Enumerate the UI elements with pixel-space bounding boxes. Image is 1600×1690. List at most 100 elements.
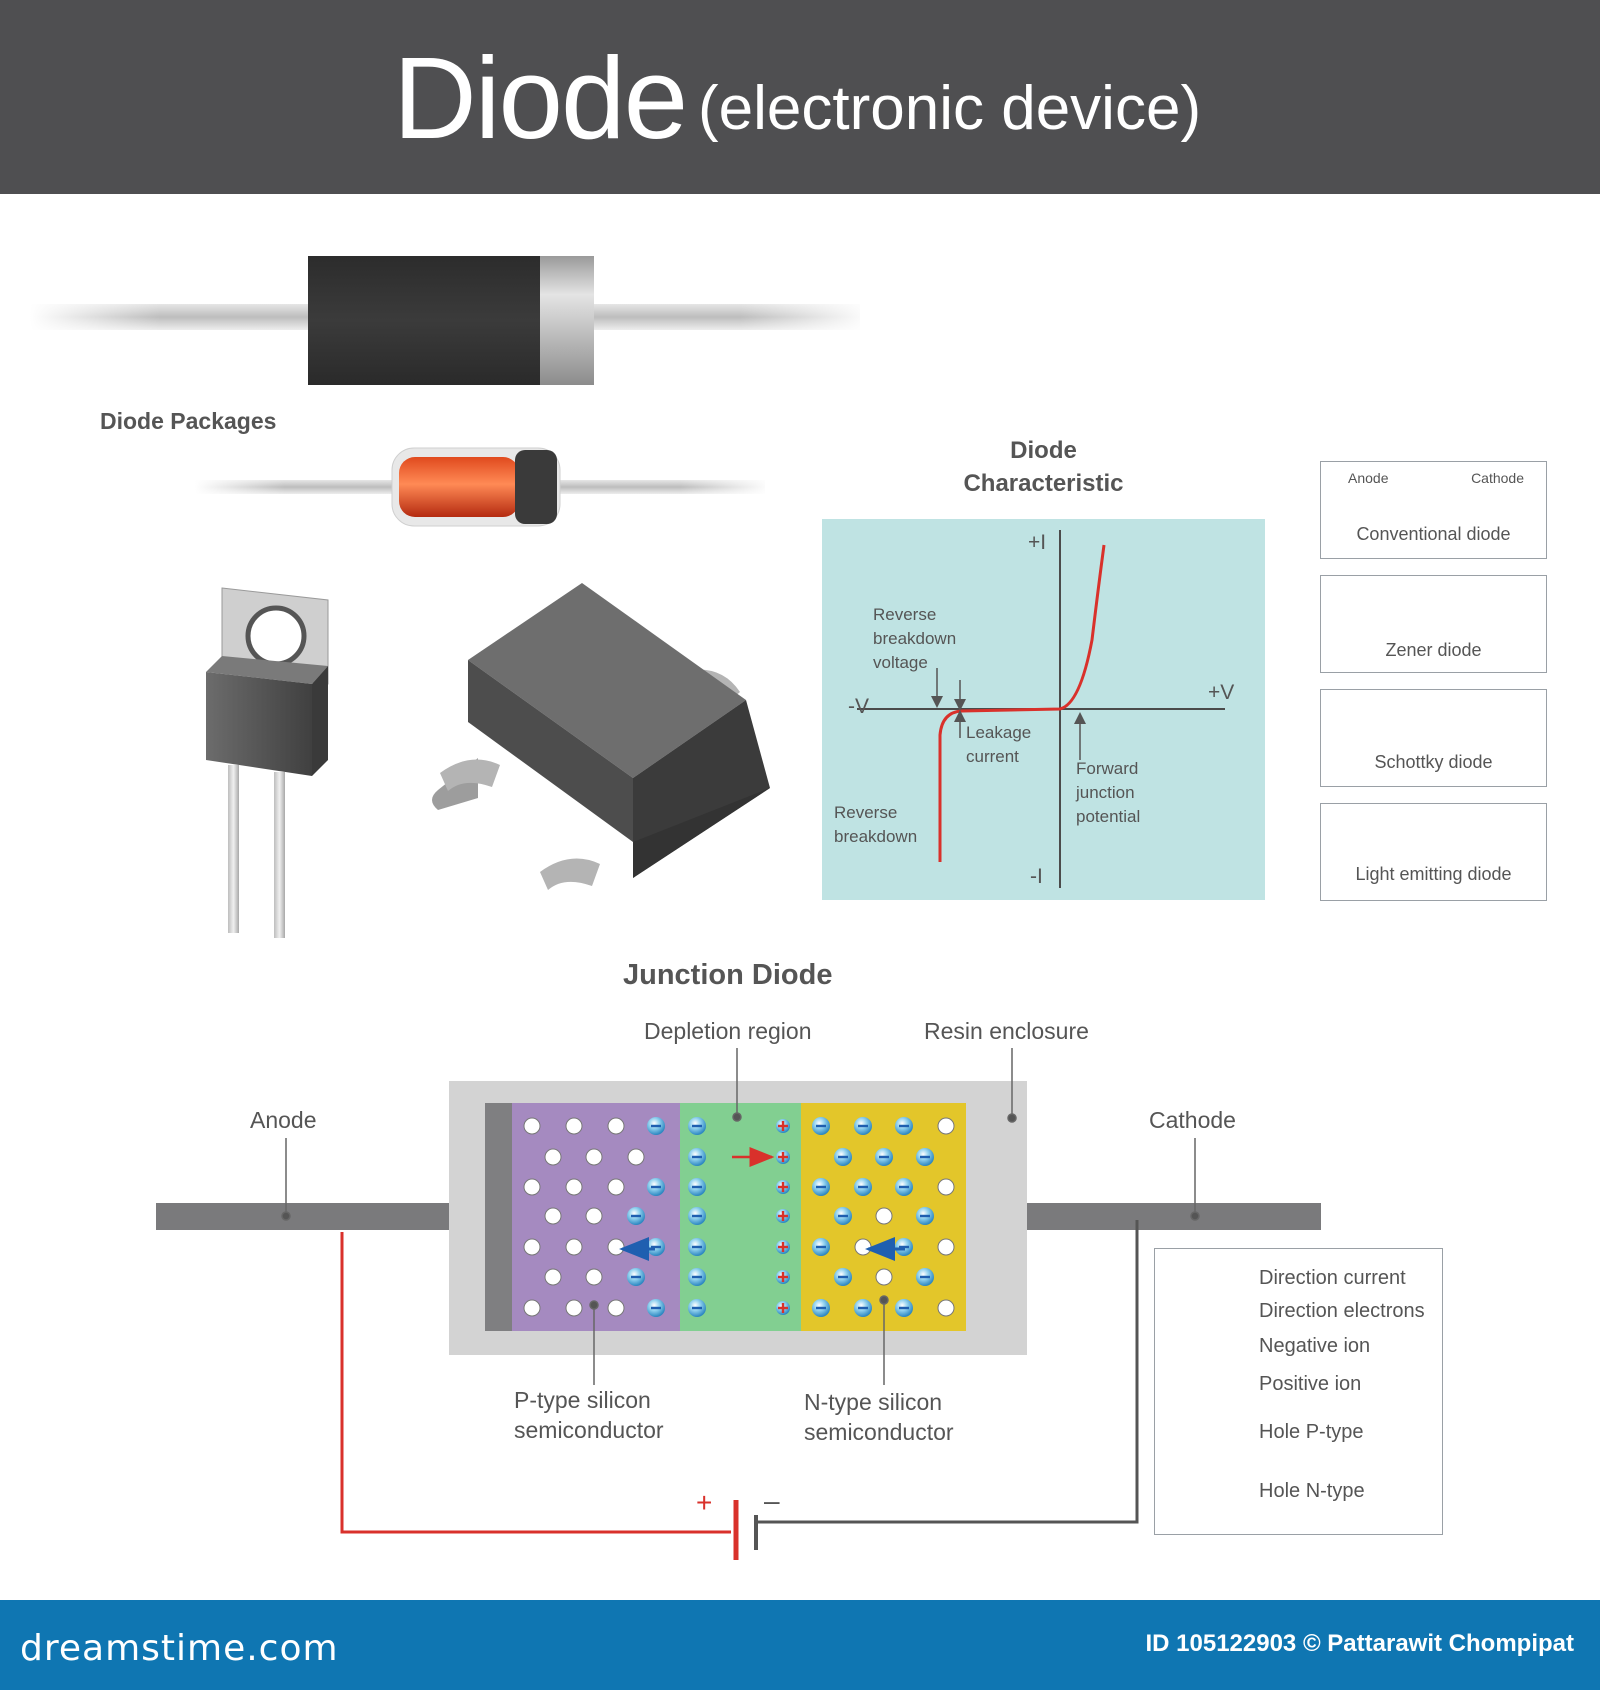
negative-ion xyxy=(688,1178,706,1196)
positive-ion xyxy=(776,1150,790,1164)
to220-package xyxy=(206,587,329,938)
label-line: voltage xyxy=(873,653,928,672)
hole xyxy=(937,1238,955,1256)
negative-ion xyxy=(895,1238,913,1256)
hole xyxy=(875,1268,893,1286)
label-line: breakdown xyxy=(873,629,957,648)
diagram-canvas xyxy=(30,256,1520,1560)
hole xyxy=(544,1148,562,1166)
hole xyxy=(544,1268,562,1286)
positive-ion xyxy=(776,1119,790,1133)
reverse-breakdown-label: Reverse breakdown xyxy=(834,801,917,849)
negative-ion xyxy=(812,1117,830,1135)
hole xyxy=(854,1238,872,1256)
hole xyxy=(937,1299,955,1317)
label-line: semiconductor xyxy=(514,1417,664,1443)
label-line: P-type silicon xyxy=(514,1387,651,1413)
anode-junction-label: Anode xyxy=(250,1107,317,1133)
negative-ion xyxy=(834,1207,852,1225)
hole xyxy=(627,1148,645,1166)
negative-ion xyxy=(875,1148,893,1166)
conventional-diode-label: Conventional diode xyxy=(1356,524,1511,544)
positive-ion xyxy=(776,1240,790,1254)
negative-ion xyxy=(647,1178,665,1196)
axis-label-pos-i: +I xyxy=(1028,531,1047,554)
hole xyxy=(585,1268,603,1286)
hole xyxy=(937,1178,955,1196)
negative-ion xyxy=(812,1299,830,1317)
negative-ion xyxy=(688,1117,706,1135)
hole xyxy=(607,1178,625,1196)
axis-label-neg-v: -V xyxy=(848,695,869,718)
label-line: Reverse xyxy=(873,605,937,624)
cathode-junction-label: Cathode xyxy=(1149,1107,1236,1133)
conventional-diode-card: Anode Cathode Conventional diode xyxy=(1320,461,1547,559)
battery-minus-sign: – xyxy=(764,1485,780,1516)
legend-box xyxy=(1154,1248,1443,1535)
negative-ion xyxy=(895,1299,913,1317)
label-line: breakdown xyxy=(834,827,918,846)
label-line: junction xyxy=(1076,783,1135,802)
junction-diode-title: Junction Diode xyxy=(623,959,833,991)
led-diode-label: Light emitting diode xyxy=(1355,864,1512,884)
sot23-package xyxy=(432,583,770,890)
hole xyxy=(585,1148,603,1166)
hole xyxy=(937,1117,955,1135)
negative-ion xyxy=(688,1148,706,1166)
negative-ion xyxy=(688,1207,706,1225)
negative-ion xyxy=(895,1178,913,1196)
negative-ion xyxy=(812,1238,830,1256)
negative-ion xyxy=(916,1268,934,1286)
hole xyxy=(565,1117,583,1135)
negative-ion xyxy=(854,1117,872,1135)
positive-ion xyxy=(776,1209,790,1223)
hole xyxy=(565,1178,583,1196)
legend-hole-p-type: Hole P-type xyxy=(1259,1421,1364,1443)
negative-ion xyxy=(647,1299,665,1317)
negative-ion xyxy=(895,1117,913,1135)
junction-diode-diagram xyxy=(156,1048,1321,1560)
anode-label: Anode xyxy=(1348,470,1389,486)
positive-ion xyxy=(776,1180,790,1194)
negative-ion xyxy=(627,1207,645,1225)
schottky-diode-card: Schottky diode xyxy=(1320,689,1547,787)
iv-characteristic-chart xyxy=(822,519,1265,900)
schottky-diode-label: Schottky diode xyxy=(1374,752,1493,772)
negative-ion xyxy=(688,1299,706,1317)
hole xyxy=(607,1238,625,1256)
negative-ion xyxy=(627,1268,645,1286)
footer-credit: ID 105122903 © Pattarawit Chompipat xyxy=(1145,1630,1574,1657)
hole xyxy=(607,1117,625,1135)
label-line: Leakage xyxy=(966,723,1032,742)
hole xyxy=(565,1299,583,1317)
negative-ion xyxy=(834,1268,852,1286)
positive-ion xyxy=(776,1301,790,1315)
leakage-current-label: Leakage current xyxy=(966,721,1031,769)
negative-ion xyxy=(812,1178,830,1196)
diode-packages-label: Diode Packages xyxy=(100,408,277,434)
iv-curve xyxy=(938,544,1106,862)
negative-ion xyxy=(834,1148,852,1166)
led-diode-card: Light emitting diode xyxy=(1320,803,1547,901)
battery-plus-sign: + xyxy=(696,1487,713,1518)
negative-ion xyxy=(916,1207,934,1225)
footer-brand: dreamstime.com xyxy=(20,1628,339,1669)
hole xyxy=(565,1238,583,1256)
label-line: current xyxy=(966,747,1019,766)
hole xyxy=(523,1117,541,1135)
page-title: Diode xyxy=(393,33,688,163)
label-line: Reverse xyxy=(834,803,898,822)
negative-ion xyxy=(688,1268,706,1286)
hole xyxy=(544,1207,562,1225)
legend-positive-ion: Positive ion xyxy=(1259,1373,1362,1395)
axis-label-pos-v: +V xyxy=(1208,681,1235,704)
label-line: semiconductor xyxy=(804,1419,954,1445)
negative-ion xyxy=(854,1178,872,1196)
glass-diode-package xyxy=(195,447,770,527)
depletion-region-label: Depletion region xyxy=(644,1018,812,1044)
legend-direction-electrons: Direction electrons xyxy=(1259,1300,1425,1322)
cathode-label: Cathode xyxy=(1471,470,1524,486)
hole xyxy=(585,1207,603,1225)
hole xyxy=(523,1299,541,1317)
axial-diode-package xyxy=(30,256,870,385)
